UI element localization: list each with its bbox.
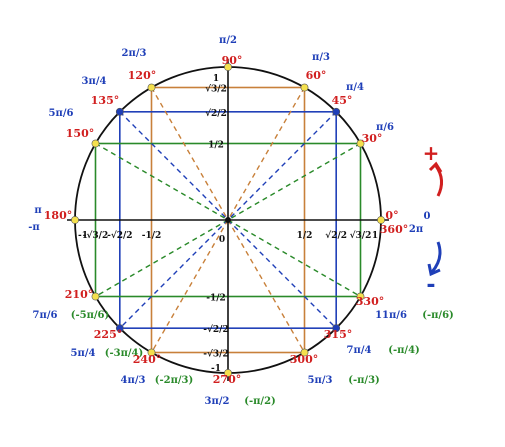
origin-point (225, 217, 231, 223)
negative-radian-label-300: (-π/3) (348, 375, 380, 386)
degree-label-90: 90° (222, 54, 243, 67)
negative-radian-label-225: (-3π/4) (105, 348, 144, 359)
angle-point-45 (332, 107, 341, 116)
y-axis-value-2: √2/2 (205, 108, 227, 119)
radian-label-240: 4π/3 (121, 375, 146, 386)
angle-point-270 (224, 369, 232, 377)
clockwise-arrowhead (427, 263, 441, 277)
y-axis-value-3: 1/2 (208, 141, 224, 151)
degree-label-150: 150° (66, 127, 94, 140)
degree-label-180: 180° (44, 209, 72, 222)
negative-radian-label-330: (-π/6) (422, 310, 454, 321)
angle-point-60 (300, 83, 309, 92)
angle-point-330 (356, 292, 365, 301)
radian-label-30: π/6 (376, 122, 394, 133)
angle-point-0 (377, 216, 385, 224)
angle-points (71, 63, 385, 377)
degree-label-0: 0° (385, 209, 398, 222)
degree-label-300: 300° (290, 353, 318, 366)
x-axis-value-5: √2/2 (325, 230, 347, 241)
x-axis-value-6: √3/2 (350, 230, 372, 241)
angle-point-90 (224, 63, 232, 71)
direction-arrows: +- (423, 141, 443, 298)
radian-label-60: π/3 (312, 52, 330, 63)
radian-label-120: 2π/3 (122, 48, 147, 59)
radian-label-270: 3π/2 (205, 396, 230, 407)
plus-sign: + (423, 141, 440, 165)
negative-radian-label-240: (-2π/3) (155, 375, 194, 386)
angle-point-240 (147, 348, 156, 357)
degree-label-60: 60° (306, 69, 327, 82)
degree-label-45: 45° (332, 94, 353, 107)
radian-alt-label-180: -π (28, 222, 39, 233)
negative-radian-label-210: (-5π/6) (71, 310, 110, 321)
y-axis-value-4: -1/2 (206, 294, 226, 304)
minus-sign: - (426, 273, 435, 298)
radian-label-150: 5π/6 (49, 108, 74, 119)
y-axis-value-0: 1 (213, 74, 219, 84)
angle-point-30 (356, 139, 365, 148)
degree-label-270: 270° (213, 373, 241, 386)
angle-point-120 (147, 83, 156, 92)
degree-label-360: 360° (380, 223, 408, 236)
y-axis-value-7: -1 (211, 364, 221, 374)
origin-label: 0 (219, 235, 225, 245)
degree-label-330: 330° (356, 295, 384, 308)
radian-label-45: π/4 (346, 82, 364, 93)
radian-label-225: 5π/4 (71, 348, 96, 359)
radian-label-330: 11π/6 (375, 310, 407, 321)
y-axis-value-6: -√3/2 (203, 348, 228, 359)
x-axis-value-4: 1/2 (297, 231, 313, 241)
y-axis-value-1: √3/2 (205, 84, 227, 95)
angle-point-225 (115, 324, 124, 333)
angle-point-315 (332, 324, 341, 333)
degree-label-120: 120° (128, 69, 156, 82)
angle-point-150 (91, 139, 100, 148)
negative-radian-label-315: (-π/4) (388, 345, 420, 356)
x-axis-value-3: -1/2 (142, 231, 162, 241)
clockwise-arrow (430, 241, 442, 273)
angle-point-210 (91, 292, 100, 301)
counterclockwise-arrowhead (428, 161, 443, 173)
radian-alt-label-0: 2π (409, 224, 423, 235)
degree-label-210: 210° (65, 288, 93, 301)
negative-radian-label-270: (-π/2) (244, 396, 276, 407)
radian-label-0: 0 (424, 211, 431, 222)
x-axis-value-2: -√2/2 (107, 230, 132, 241)
x-axis-value-0: -1 (78, 231, 88, 241)
angle-labels: 0°02π30°π/645°π/460°π/390°π/2120°2π/3135… (28, 35, 454, 407)
radian-label-315: 7π/4 (347, 345, 372, 356)
radian-label-300: 5π/3 (308, 375, 333, 386)
y-axis-value-5: -√2/2 (203, 324, 228, 335)
radian-label-90: π/2 (219, 35, 237, 46)
angle-point-135 (115, 107, 124, 116)
radian-label-135: 3π/4 (82, 76, 107, 87)
radian-label-180: π (34, 205, 41, 216)
angle-point-300 (300, 348, 309, 357)
radian-label-210: 7π/6 (33, 310, 58, 321)
degree-label-315: 315° (324, 328, 352, 341)
degree-label-135: 135° (91, 94, 119, 107)
angle-point-180 (71, 216, 79, 224)
x-axis-value-7: 1 (372, 231, 378, 241)
degree-label-30: 30° (362, 132, 383, 145)
x-axis-value-1: -√3/2 (83, 230, 108, 241)
degree-label-225: 225° (94, 328, 122, 341)
degree-label-240: 240° (133, 353, 161, 366)
